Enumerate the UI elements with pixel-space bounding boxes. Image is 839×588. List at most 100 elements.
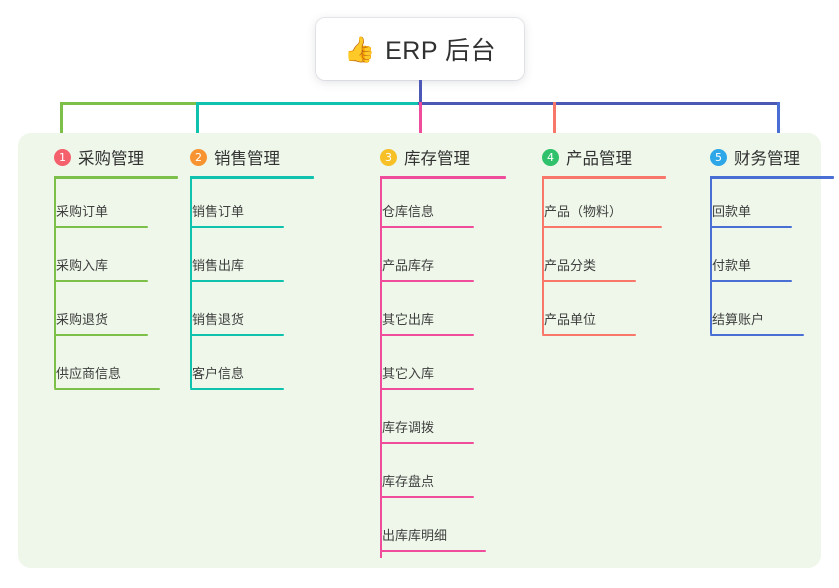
leaf-item[interactable]: 仓库信息 [380, 201, 474, 228]
leaf-rule [54, 334, 148, 336]
leaf-rule [190, 280, 284, 282]
column-spine-4 [542, 176, 544, 334]
column-header-2[interactable]: 2 销售管理 [190, 145, 280, 169]
leaf-item[interactable]: 销售订单 [190, 201, 284, 228]
column-title-2: 销售管理 [214, 150, 280, 168]
leaf-rule [380, 334, 474, 336]
leaf-item[interactable]: 其它入库 [380, 363, 474, 390]
leaf-label: 产品分类 [544, 258, 597, 273]
leaf-label: 采购订单 [56, 204, 109, 219]
column-title-1: 采购管理 [78, 150, 144, 168]
column-badge-2: 2 [190, 148, 207, 166]
column-underline-3 [380, 176, 506, 179]
leaf-item[interactable]: 客户信息 [190, 363, 284, 390]
leaf-rule [380, 442, 474, 444]
leaf-item[interactable]: 其它出库 [380, 309, 474, 336]
leaf-item[interactable]: 付款单 [710, 255, 792, 282]
leaf-rule [710, 280, 792, 282]
branch-drop-2 [196, 102, 199, 150]
column-underline-1 [54, 176, 178, 179]
leaf-rule [542, 334, 636, 336]
leaf-label: 采购入库 [56, 258, 109, 273]
branch-drop-5 [777, 102, 780, 150]
root-node-content: 👍 ERP 后台 [344, 31, 496, 67]
root-node-erp-backend[interactable]: 👍 ERP 后台 [316, 18, 524, 80]
leaf-label: 仓库信息 [382, 204, 435, 219]
leaf-label: 其它入库 [382, 366, 435, 381]
branch-drop-3 [419, 102, 422, 150]
column-header-5[interactable]: 5 财务管理 [710, 145, 800, 169]
leaf-rule [710, 226, 792, 228]
leaf-label: 采购退货 [56, 312, 109, 327]
trunk-connector [419, 80, 422, 104]
column-title-3: 库存管理 [404, 150, 470, 168]
column-header-3[interactable]: 3 库存管理 [380, 145, 470, 169]
leaf-label: 付款单 [712, 258, 752, 273]
column-spine-1 [54, 176, 56, 388]
column-badge-1: 1 [54, 148, 71, 166]
leaf-rule [542, 226, 662, 228]
column-header-1[interactable]: 1 采购管理 [54, 145, 144, 169]
column-spine-2 [190, 176, 192, 388]
leaf-item[interactable]: 产品（物料） [542, 201, 662, 228]
leaf-rule [542, 280, 636, 282]
leaf-label: 销售退货 [192, 312, 245, 327]
leaf-label: 销售订单 [192, 204, 245, 219]
leaf-label: 客户信息 [192, 366, 245, 381]
branch-drop-4 [553, 102, 556, 150]
leaf-label: 产品单位 [544, 312, 597, 327]
column-spine-3 [380, 176, 382, 558]
column-title-5: 财务管理 [734, 150, 800, 168]
column-underline-2 [190, 176, 314, 179]
column-badge-5: 5 [710, 148, 727, 166]
leaf-rule [380, 388, 474, 390]
leaf-rule [380, 226, 474, 228]
leaf-label: 产品库存 [382, 258, 435, 273]
leaf-rule [54, 226, 148, 228]
leaf-item[interactable]: 供应商信息 [54, 363, 160, 390]
leaf-label: 结算账户 [712, 312, 765, 327]
leaf-rule [380, 550, 486, 552]
leaf-item[interactable]: 采购订单 [54, 201, 148, 228]
leaf-rule [710, 334, 804, 336]
leaf-item[interactable]: 销售退货 [190, 309, 284, 336]
thumbs-up-icon: 👍 [343, 34, 376, 64]
column-underline-5 [710, 176, 834, 179]
leaf-rule [190, 334, 284, 336]
leaf-label: 销售出库 [192, 258, 245, 273]
leaf-item[interactable]: 采购退货 [54, 309, 148, 336]
bus-segment-left [60, 102, 198, 105]
column-badge-4: 4 [542, 148, 559, 166]
leaf-label: 其它出库 [382, 312, 435, 327]
leaf-label: 出库库明细 [382, 528, 448, 543]
leaf-label: 库存调拨 [382, 420, 435, 435]
diagram-panel: 1 采购管理 采购订单 采购入库 采购退货 供应商信息 [18, 133, 834, 568]
bus-segment-mid [196, 102, 420, 105]
root-node-title: ERP 后台 [385, 37, 497, 65]
column-header-4[interactable]: 4 产品管理 [542, 145, 632, 169]
leaf-item[interactable]: 结算账户 [710, 309, 804, 336]
leaf-item[interactable]: 销售出库 [190, 255, 284, 282]
leaf-item[interactable]: 回款单 [710, 201, 792, 228]
column-underline-4 [542, 176, 666, 179]
leaf-label: 产品（物料） [544, 204, 623, 219]
leaf-rule [380, 280, 474, 282]
leaf-item[interactable]: 库存调拨 [380, 417, 474, 444]
leaf-rule [190, 226, 284, 228]
leaf-item[interactable]: 出库库明细 [380, 525, 486, 552]
branch-drop-1 [60, 102, 63, 150]
column-title-4: 产品管理 [566, 150, 632, 168]
leaf-item[interactable]: 库存盘点 [380, 471, 474, 498]
leaf-rule [380, 496, 474, 498]
leaf-item[interactable]: 产品单位 [542, 309, 636, 336]
column-spine-5 [710, 176, 712, 334]
bus-segment-right [418, 102, 779, 105]
leaf-item[interactable]: 产品分类 [542, 255, 636, 282]
leaf-rule [54, 388, 160, 390]
leaf-label: 回款单 [712, 204, 752, 219]
leaf-item[interactable]: 采购入库 [54, 255, 148, 282]
leaf-label: 库存盘点 [382, 474, 435, 489]
leaf-rule [190, 388, 284, 390]
leaf-item[interactable]: 产品库存 [380, 255, 474, 282]
